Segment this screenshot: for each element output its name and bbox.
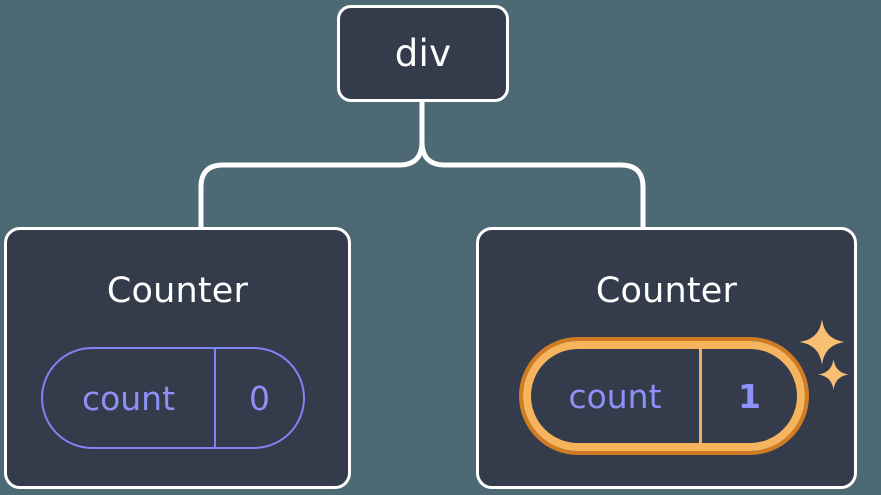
state-key-right: count [531, 349, 702, 443]
state-pill-count-right[interactable]: count 1 [519, 337, 809, 455]
state-value-left: 0 [249, 378, 270, 418]
node-div[interactable]: div [337, 5, 509, 102]
connector-left-branch [198, 139, 425, 232]
state-pill-count-left[interactable]: count 0 [41, 347, 305, 449]
connector-right-branch [419, 98, 646, 232]
state-value-right: 1 [738, 376, 761, 416]
node-div-label: div [394, 32, 452, 75]
card-title-left: Counter [106, 271, 249, 311]
card-title-right: Counter [595, 271, 738, 311]
state-pill-content-right: count 1 [531, 349, 797, 443]
state-key-left: count [43, 349, 216, 447]
